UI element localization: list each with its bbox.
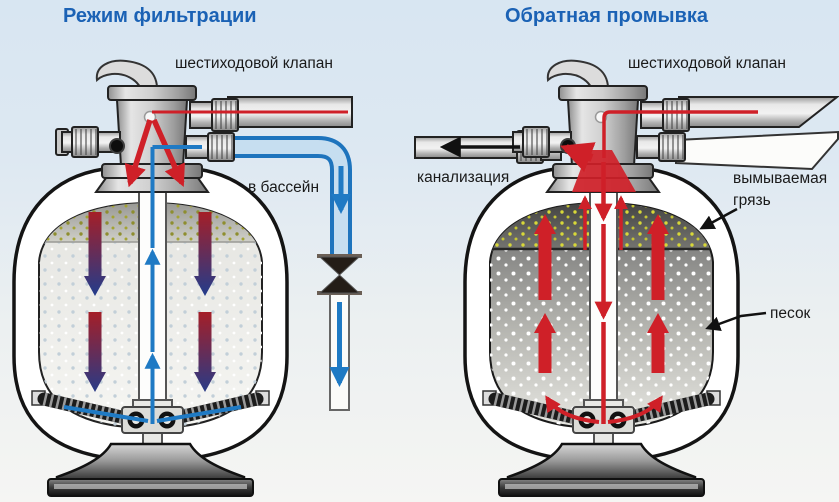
filtration-diagram: Режим фильтрации шестиходовой клапан в б…: [12, 5, 362, 497]
dirt-pointer-arrow-icon: [699, 207, 738, 230]
sewer-label: канализация: [417, 169, 509, 186]
blue-lateral-flow: [156, 405, 242, 423]
shutoff-valve: [317, 254, 362, 295]
pool-return-pipe-open: [675, 130, 839, 171]
six-way-valve: [55, 59, 239, 193]
backwash-diagram: Обратная промывка шестиходовой клапан ка…: [414, 5, 839, 497]
red-arrow-up-icon: [534, 214, 669, 373]
inlet-flow-line: [602, 110, 758, 158]
red-arrow-left-icon: [560, 142, 596, 173]
valve-label: шестиходовой клапан: [628, 55, 786, 72]
red-curved-arrow-icon: [607, 395, 663, 424]
filtration-flows: [63, 110, 351, 424]
panel-title: Обратная промывка: [505, 5, 709, 27]
red-arrow-down-icon: [151, 118, 185, 188]
sand-pointer-arrow-icon: [705, 311, 767, 331]
pedestal: [498, 442, 705, 497]
blue-lateral-flow: [63, 405, 149, 423]
pool-label: в бассейн: [248, 179, 319, 196]
pedestal: [47, 442, 254, 497]
red-curved-arrow-icon: [545, 395, 600, 424]
valve-label: шестиходовой клапан: [175, 55, 333, 72]
dirt-label-line1: вымываемая: [733, 170, 827, 187]
red-arrow-down-icon: [124, 119, 153, 188]
sand-label: песок: [770, 305, 811, 322]
backwash-flows: [439, 110, 758, 424]
red-to-blue-arrow-down-icon: [84, 212, 216, 392]
closed-port-icon: [109, 138, 125, 154]
panel-title: Режим фильтрации: [63, 5, 257, 27]
dirt-label-line2: грязь: [733, 192, 771, 209]
